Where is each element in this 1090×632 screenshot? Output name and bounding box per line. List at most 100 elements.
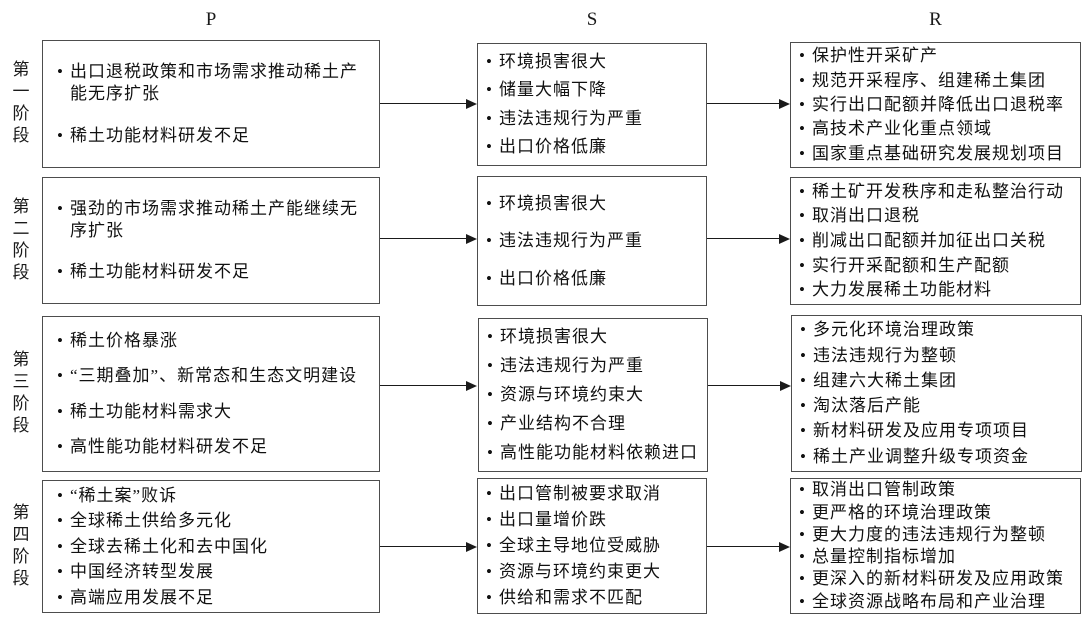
- bullet-item: 取消出口退税: [799, 205, 1078, 227]
- arrowhead-icon: [779, 541, 790, 552]
- bullet-item: 全球稀土供给多元化: [57, 510, 367, 532]
- bullet-item: 稀土产业调整升级专项资金: [800, 446, 1079, 468]
- column-header-response: R: [929, 9, 942, 30]
- bullet-item: 储量大幅下降: [486, 79, 704, 101]
- bullet-item: 实行出口配额并降低出口退税率: [799, 94, 1078, 116]
- bullet-item: 违法违规行为整顿: [800, 345, 1079, 367]
- bullet-item: 更深入的新材料研发及应用政策: [799, 568, 1078, 590]
- column-header-state: S: [586, 9, 598, 30]
- stage4-response-box: 取消出口管制政策更严格的环境治理政策更大力度的违法违规行为整顿总量控制指标增加更…: [790, 478, 1081, 614]
- bullet-item: 环境损害很大: [487, 326, 705, 348]
- column-header-pressure: P: [205, 9, 217, 30]
- bullet-item: 总量控制指标增加: [799, 546, 1078, 568]
- stage1-state-list: 环境损害很大储量大幅下降违法违规行为严重出口价格低廉: [478, 44, 706, 165]
- stage2-pressure-box: 强劲的市场需求推动稀土产能继续无序扩张稀土功能材料研发不足: [42, 177, 380, 304]
- bullet-item: 高端应用发展不足: [57, 587, 367, 609]
- bullet-item: 全球资源战略布局和产业治理: [799, 591, 1078, 613]
- arrow-stage4-p-to-s: [380, 541, 477, 553]
- bullet-item: 出口量增价跌: [486, 509, 704, 531]
- stage2-state-box: 环境损害很大违法违规行为严重出口价格低廉: [477, 176, 707, 306]
- stage4-response-list: 取消出口管制政策更严格的环境治理政策更大力度的违法违规行为整顿总量控制指标增加更…: [791, 479, 1080, 613]
- arrow-shaft: [380, 385, 470, 386]
- bullet-item: 出口价格低廉: [486, 136, 704, 158]
- stage2-response-box: 稀土矿开发秩序和走私整治行动取消出口退税削减出口配额并加征出口关税实行开采配额和…: [790, 177, 1081, 305]
- bullet-item: 中国经济转型发展: [57, 561, 367, 583]
- arrow-stage1-p-to-s: [380, 98, 477, 110]
- bullet-item: 更严格的环境治理政策: [799, 502, 1078, 524]
- arrow-stage4-s-to-r: [707, 541, 790, 553]
- stage4-pressure-list: “稀土案”败诉全球稀土供给多元化全球去稀土化和去中国化中国经济转型发展高端应用发…: [43, 481, 379, 612]
- bullet-item: 出口退税政策和市场需求推动稀土产能无序扩张: [57, 61, 367, 105]
- bullet-item: 淘汰落后产能: [800, 395, 1079, 417]
- bullet-item: 稀土功能材料需求大: [57, 401, 367, 423]
- bullet-item: 供给和需求不匹配: [486, 587, 704, 609]
- arrowhead-icon: [779, 233, 790, 244]
- stage4-state-list: 出口管制被要求取消出口量增价跌全球主导地位受威胁资源与环境约束更大供给和需求不匹…: [478, 479, 706, 613]
- stage1-pressure-list: 出口退税政策和市场需求推动稀土产能无序扩张稀土功能材料研发不足: [43, 41, 379, 167]
- bullet-item: 大力发展稀土功能材料: [799, 279, 1078, 301]
- arrow-shaft: [380, 103, 470, 104]
- arrowhead-icon: [466, 98, 477, 109]
- bullet-item: 稀土功能材料研发不足: [57, 125, 367, 147]
- arrow-shaft: [380, 546, 470, 547]
- bullet-item: 取消出口管制政策: [799, 479, 1078, 501]
- bullet-item: 新材料研发及应用专项项目: [800, 420, 1079, 442]
- stage2-pressure-list: 强劲的市场需求推动稀土产能继续无序扩张稀土功能材料研发不足: [43, 178, 379, 303]
- arrowhead-icon: [780, 380, 791, 391]
- arrowhead-icon: [779, 98, 790, 109]
- bullet-item: 违法违规行为严重: [487, 355, 705, 377]
- stage1-response-list: 保护性开采矿产规范开采程序、组建稀土集团实行出口配额并降低出口退税率高技术产业化…: [791, 43, 1080, 167]
- bullet-item: 稀土功能材料研发不足: [57, 261, 367, 283]
- stage3-state-box: 环境损害很大违法违规行为严重资源与环境约束大产业结构不合理高性能功能材料依赖进口: [478, 318, 708, 472]
- arrow-stage3-p-to-s: [380, 380, 477, 392]
- arrow-shaft: [707, 546, 783, 547]
- bullet-item: 出口管制被要求取消: [486, 483, 704, 505]
- bullet-item: 实行开采配额和生产配额: [799, 255, 1078, 277]
- bullet-item: 强劲的市场需求推动稀土产能继续无序扩张: [57, 198, 367, 242]
- arrow-shaft: [707, 103, 783, 104]
- stage-label-1: 第一阶段: [9, 60, 29, 148]
- arrow-shaft: [707, 238, 783, 239]
- bullet-item: “三期叠加”、新常态和生态文明建设: [57, 365, 367, 387]
- bullet-item: 稀土价格暴涨: [57, 330, 367, 352]
- bullet-item: 削减出口配额并加征出口关税: [799, 230, 1078, 252]
- bullet-item: 多元化环境治理政策: [800, 319, 1079, 341]
- stage1-state-box: 环境损害很大储量大幅下降违法违规行为严重出口价格低廉: [477, 43, 707, 166]
- bullet-item: 违法违规行为严重: [486, 108, 704, 130]
- arrow-stage2-s-to-r: [707, 233, 790, 245]
- bullet-item: 违法违规行为严重: [486, 230, 704, 252]
- bullet-item: 国家重点基础研究发展规划项目: [799, 143, 1078, 165]
- arrowhead-icon: [466, 541, 477, 552]
- bullet-item: 保护性开采矿产: [799, 45, 1078, 67]
- stage4-pressure-box: “稀土案”败诉全球稀土供给多元化全球去稀土化和去中国化中国经济转型发展高端应用发…: [42, 480, 380, 613]
- stage3-state-list: 环境损害很大违法违规行为严重资源与环境约束大产业结构不合理高性能功能材料依赖进口: [479, 319, 707, 471]
- bullet-item: 环境损害很大: [486, 193, 704, 215]
- bullet-item: 产业结构不合理: [487, 413, 705, 435]
- arrowhead-icon: [466, 380, 477, 391]
- bullet-item: 稀土矿开发秩序和走私整治行动: [799, 181, 1078, 203]
- stage2-state-list: 环境损害很大违法违规行为严重出口价格低廉: [478, 177, 706, 305]
- stage3-response-box: 多元化环境治理政策违法违规行为整顿组建六大稀土集团淘汰落后产能新材料研发及应用专…: [791, 315, 1082, 472]
- bullet-item: 资源与环境约束大: [487, 384, 705, 406]
- bullet-item: 资源与环境约束更大: [486, 561, 704, 583]
- bullet-item: 高技术产业化重点领域: [799, 118, 1078, 140]
- stage2-response-list: 稀土矿开发秩序和走私整治行动取消出口退税削减出口配额并加征出口关税实行开采配额和…: [791, 178, 1080, 304]
- stage-label-3: 第三阶段: [9, 350, 29, 438]
- bullet-item: 全球去稀土化和去中国化: [57, 536, 367, 558]
- bullet-item: 环境损害很大: [486, 51, 704, 73]
- bullet-item: “稀土案”败诉: [57, 485, 367, 507]
- arrow-stage2-p-to-s: [380, 233, 477, 245]
- bullet-item: 高性能功能材料依赖进口: [487, 442, 705, 464]
- arrow-shaft: [380, 238, 470, 239]
- bullet-item: 全球主导地位受威胁: [486, 535, 704, 557]
- stage1-pressure-box: 出口退税政策和市场需求推动稀土产能无序扩张稀土功能材料研发不足: [42, 40, 380, 168]
- bullet-item: 高性能功能材料研发不足: [57, 436, 367, 458]
- stage3-pressure-box: 稀土价格暴涨 “三期叠加”、新常态和生态文明建设稀土功能材料需求大高性能功能材料研…: [42, 316, 380, 472]
- arrow-stage3-s-to-r: [708, 380, 791, 392]
- bullet-item: 更大力度的违法违规行为整顿: [799, 524, 1078, 546]
- stage3-pressure-list: 稀土价格暴涨 “三期叠加”、新常态和生态文明建设稀土功能材料需求大高性能功能材料研…: [43, 317, 379, 471]
- bullet-item: 出口价格低廉: [486, 268, 704, 290]
- stage-label-2: 第二阶段: [9, 196, 29, 285]
- bullet-item: 规范开采程序、组建稀土集团: [799, 70, 1078, 92]
